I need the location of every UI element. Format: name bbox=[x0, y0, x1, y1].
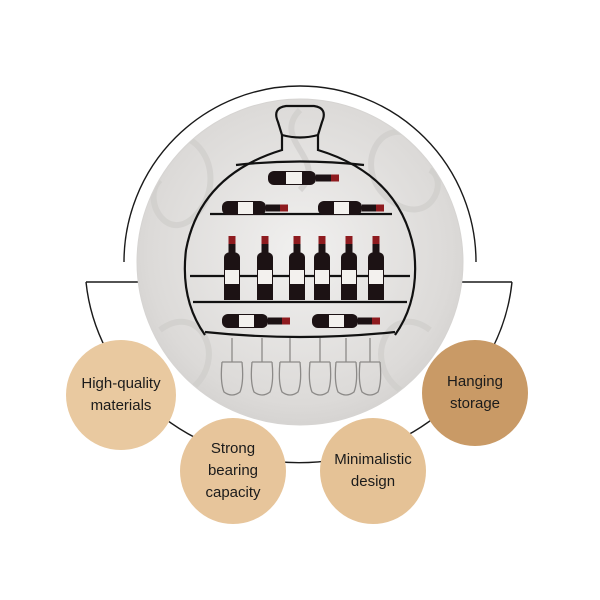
feature-circle-bearing: Strong bearing capacity bbox=[180, 418, 286, 524]
feature-label: Hanging storage bbox=[447, 373, 503, 412]
feature-label: High-quality materials bbox=[81, 375, 161, 414]
feature-label: Strong bearing capacity bbox=[205, 440, 261, 501]
feature-circle-design: Minimalistic design bbox=[320, 418, 426, 524]
wine-glass-icon bbox=[220, 338, 382, 396]
feature-circle-materials: High-quality materials bbox=[66, 340, 176, 450]
feature-circle-storage: Hanging storage bbox=[422, 340, 528, 446]
feature-label: Minimalistic design bbox=[334, 451, 412, 490]
outer-ring-arc bbox=[123, 85, 477, 263]
wine-bottle-icon bbox=[224, 236, 384, 300]
wine-bottle-icon bbox=[222, 171, 384, 328]
